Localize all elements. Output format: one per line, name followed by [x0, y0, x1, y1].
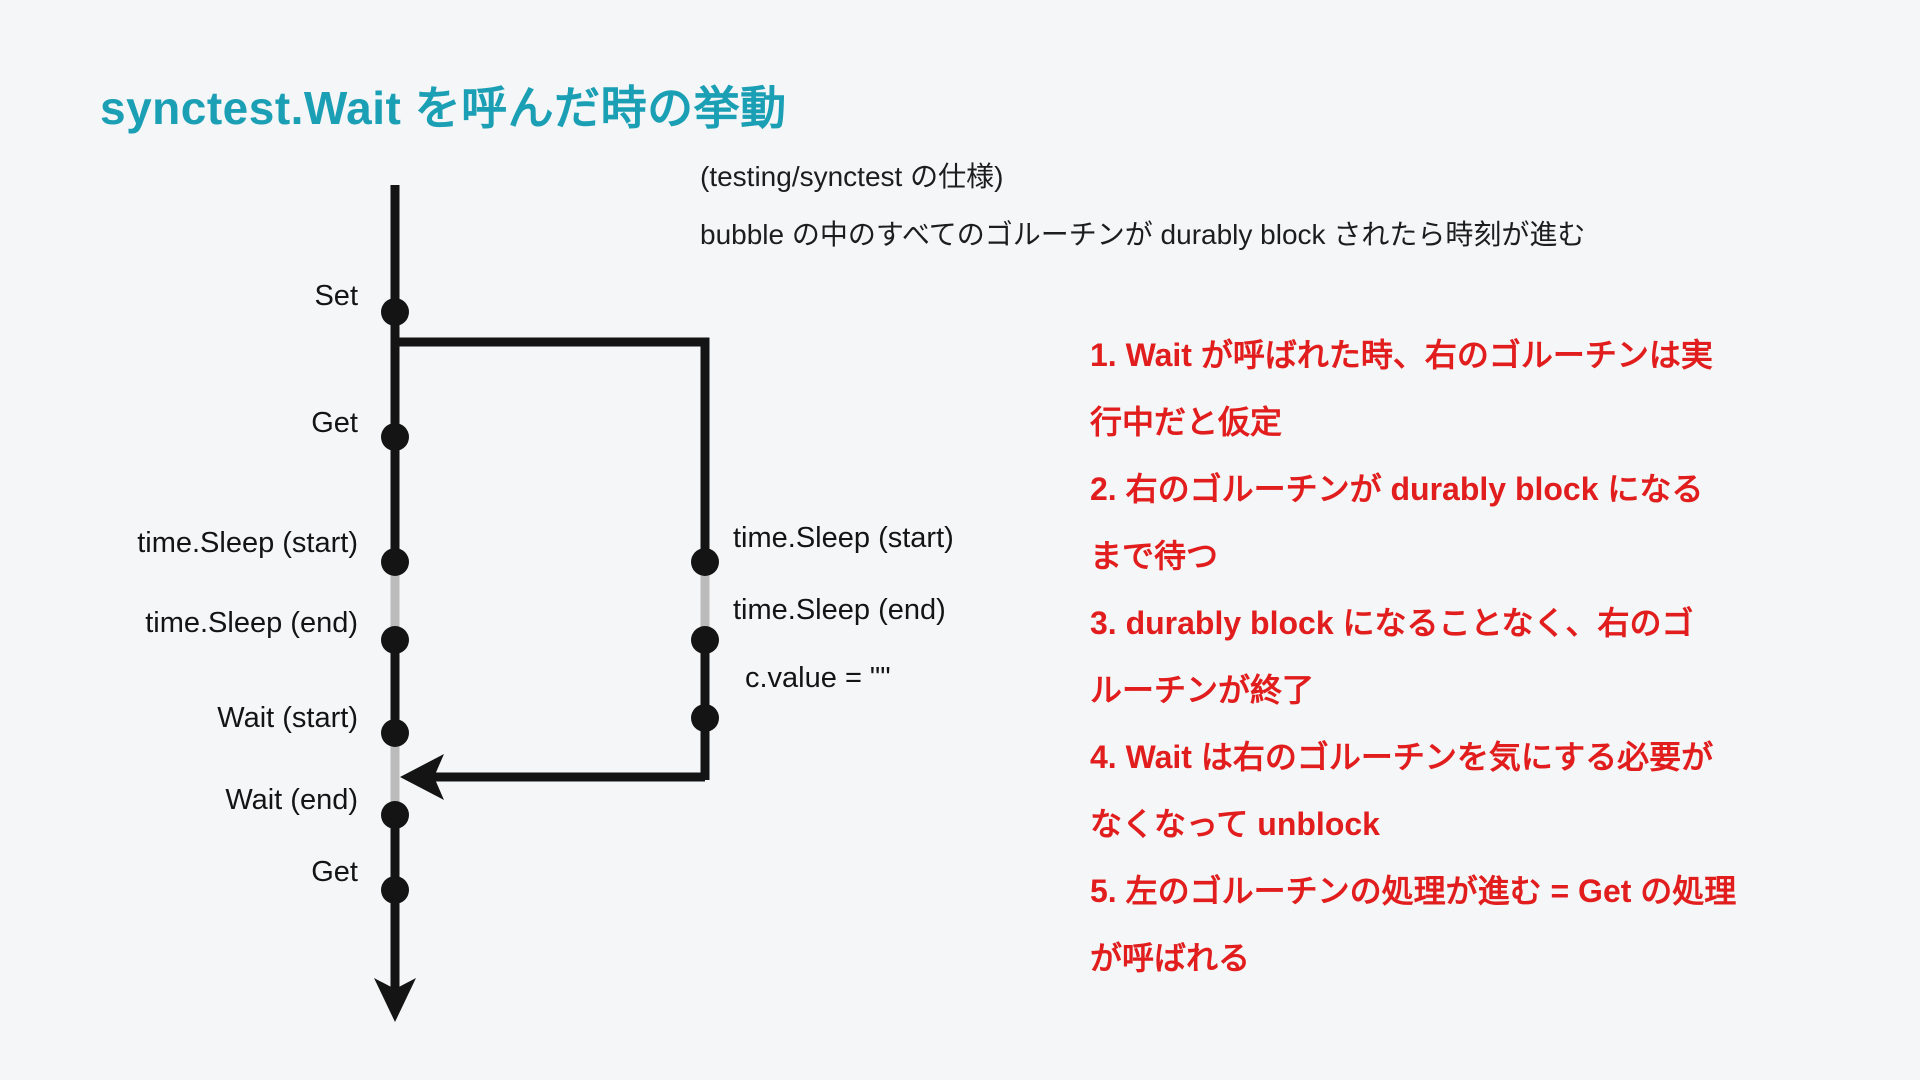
event-dot-get-2: [381, 876, 409, 904]
note-4-line-1: 4. Wait は右のゴルーチンを気にする必要が: [1090, 739, 1714, 775]
note-3-line-2: ルーチンが終了: [1090, 672, 1315, 708]
subtitle-line-1: (testing/synctest の仕様): [700, 161, 1004, 192]
event-label-get-2: Get: [311, 856, 358, 888]
note-5-line-1: 5. 左のゴルーチンの処理が進む = Get の処理: [1090, 873, 1737, 909]
event-dot-set: [381, 298, 409, 326]
event-label-right-sleep-end: time.Sleep (end): [733, 594, 946, 626]
event-dot-left-sleep-end: [381, 626, 409, 654]
notes-list: 1. Wait が呼ばれた時、右のゴルーチンは実 行中だと仮定 2. 右のゴルー…: [1090, 322, 1850, 992]
event-dot-wait-end: [381, 801, 409, 829]
event-label-right-sleep-start: time.Sleep (start): [733, 522, 954, 554]
note-1-line-1: 1. Wait が呼ばれた時、右のゴルーチンは実: [1090, 337, 1713, 373]
event-dot-right-sleep-end: [691, 626, 719, 654]
subtitle: (testing/synctest の仕様) bubble の中のすべてのゴルー…: [700, 148, 1585, 264]
event-label-left-sleep-start: time.Sleep (start): [137, 527, 358, 559]
note-3-line-1: 3. durably block になることなく、右のゴ: [1090, 605, 1694, 641]
event-label-wait-start: Wait (start): [217, 702, 358, 734]
timeline-down-arrowhead-icon: [374, 978, 416, 1022]
note-2-line-2: まで待つ: [1090, 538, 1219, 574]
event-dot-wait-start: [381, 719, 409, 747]
event-dot-right-sleep-start: [691, 548, 719, 576]
note-1-line-2: 行中だと仮定: [1090, 404, 1283, 440]
event-dot-get: [381, 423, 409, 451]
event-label-set: Set: [314, 280, 358, 312]
note-5-line-2: が呼ばれる: [1090, 940, 1251, 976]
event-dot-cvalue: [691, 704, 719, 732]
subtitle-line-2: bubble の中のすべてのゴルーチンが durably block されたら時…: [700, 219, 1586, 250]
event-dot-left-sleep-start: [381, 548, 409, 576]
page-title: synctest.Wait を呼んだ時の挙動: [100, 82, 787, 134]
goroutine-spawn-connector: [395, 337, 710, 780]
event-label-wait-end: Wait (end): [225, 784, 358, 816]
event-label-left-sleep-end: time.Sleep (end): [145, 607, 358, 639]
join-left-arrowhead-icon: [400, 754, 444, 800]
note-2-line-1: 2. 右のゴルーチンが durably block になる: [1090, 471, 1704, 507]
event-label-get: Get: [311, 407, 358, 439]
note-4-line-2: なくなって unblock: [1090, 806, 1380, 842]
event-label-cvalue: c.value = "": [745, 662, 891, 694]
